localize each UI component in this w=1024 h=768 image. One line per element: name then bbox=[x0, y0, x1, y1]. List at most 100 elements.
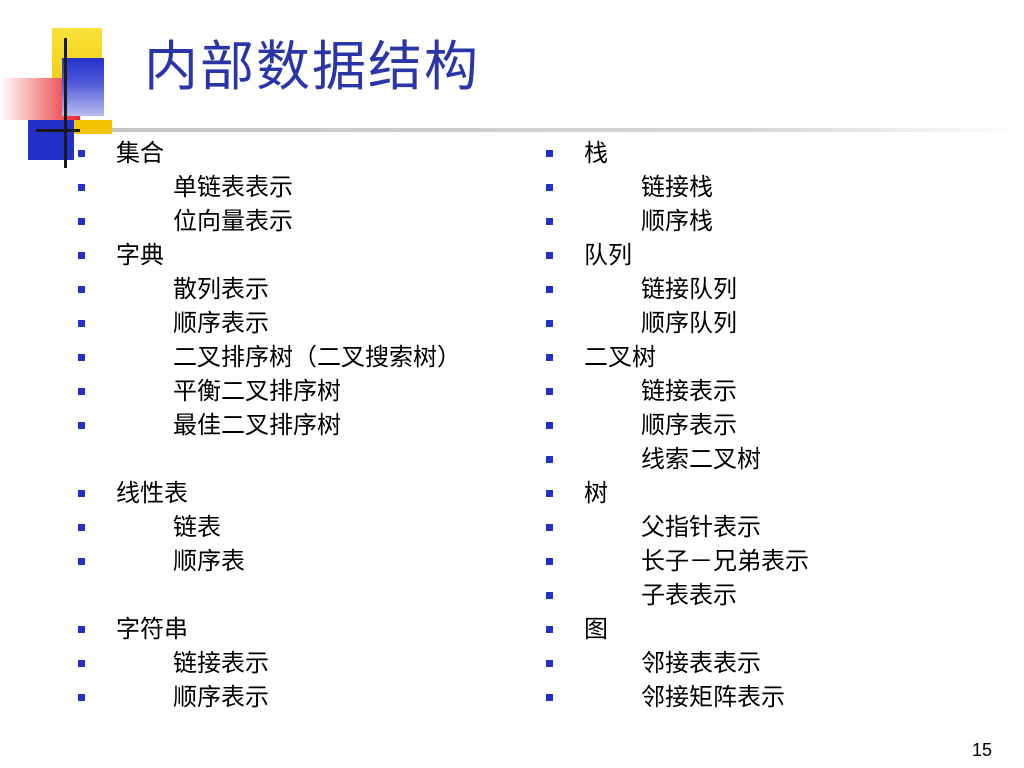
bullet-icon bbox=[78, 252, 85, 259]
list-item-text: 长子－兄弟表示 bbox=[641, 547, 809, 575]
list-item: 平衡二叉排序树 bbox=[78, 374, 518, 408]
bullet-icon bbox=[78, 184, 85, 191]
bullet-icon bbox=[546, 150, 553, 157]
bullet-icon bbox=[546, 286, 553, 293]
list-item-text: 邻接矩阵表示 bbox=[641, 683, 785, 711]
bullet-icon bbox=[546, 388, 553, 395]
list-item-text: 顺序表示 bbox=[641, 411, 737, 439]
list-item-text: 顺序表示 bbox=[173, 309, 269, 337]
list-item: 字符串 bbox=[78, 612, 518, 646]
list-item: 位向量表示 bbox=[78, 204, 518, 238]
bullet-icon bbox=[546, 218, 553, 225]
list-item-text: 顺序栈 bbox=[641, 207, 713, 235]
list-item: 链接表示 bbox=[546, 374, 986, 408]
list-item-text: 线索二叉树 bbox=[641, 445, 761, 473]
left-bullet-list: 集合单链表表示位向量表示字典散列表示顺序表示二叉排序树（二叉搜索树）平衡二叉排序… bbox=[78, 136, 518, 714]
list-item bbox=[78, 578, 518, 612]
list-item: 队列 bbox=[546, 238, 986, 272]
list-item-text: 单链表表示 bbox=[173, 173, 293, 201]
list-item: 链接表示 bbox=[78, 646, 518, 680]
bullet-icon bbox=[546, 558, 553, 565]
list-item-text: 字典 bbox=[116, 241, 164, 269]
bullet-icon bbox=[546, 456, 553, 463]
list-item: 链接栈 bbox=[546, 170, 986, 204]
list-item-text: 二叉树 bbox=[584, 343, 656, 371]
list-item-text: 字符串 bbox=[116, 615, 188, 643]
list-item bbox=[78, 442, 518, 476]
logo-vertical-line bbox=[64, 38, 67, 168]
bullet-icon bbox=[78, 490, 85, 497]
page-number: 15 bbox=[971, 740, 992, 760]
slide-title: 内部数据结构 bbox=[144, 35, 480, 98]
bullet-icon bbox=[78, 354, 85, 361]
bullet-icon bbox=[546, 694, 553, 701]
list-item: 父指针表示 bbox=[546, 510, 986, 544]
list-item: 顺序表示 bbox=[78, 306, 518, 340]
list-item: 顺序栈 bbox=[546, 204, 986, 238]
list-item-text: 顺序队列 bbox=[641, 309, 737, 337]
list-item-text: 顺序表示 bbox=[173, 683, 269, 711]
list-item: 树 bbox=[546, 476, 986, 510]
list-item-text: 树 bbox=[584, 479, 608, 507]
bullet-icon bbox=[78, 286, 85, 293]
list-item: 邻接矩阵表示 bbox=[546, 680, 986, 714]
bullet-icon bbox=[546, 252, 553, 259]
list-item: 图 bbox=[546, 612, 986, 646]
list-item: 长子－兄弟表示 bbox=[546, 544, 986, 578]
list-item: 栈 bbox=[546, 136, 986, 170]
list-item-text: 父指针表示 bbox=[641, 513, 761, 541]
bullet-icon bbox=[78, 626, 85, 633]
right-bullet-list: 栈链接栈顺序栈队列链接队列顺序队列二叉树链接表示顺序表示线索二叉树树父指针表示长… bbox=[546, 136, 986, 714]
list-item-text: 链接栈 bbox=[641, 173, 713, 201]
bullet-icon bbox=[78, 150, 85, 157]
bullet-icon bbox=[78, 694, 85, 701]
logo-horizontal-line bbox=[36, 129, 80, 132]
bullet-icon bbox=[546, 184, 553, 191]
list-item: 顺序表 bbox=[78, 544, 518, 578]
logo-blue-gradient-block bbox=[62, 58, 104, 116]
list-item-text: 邻接表表示 bbox=[641, 649, 761, 677]
list-item-text: 链表 bbox=[173, 513, 221, 541]
list-item: 顺序表示 bbox=[546, 408, 986, 442]
list-item: 顺序表示 bbox=[78, 680, 518, 714]
list-item-text: 最佳二叉排序树 bbox=[173, 411, 341, 439]
list-item-text: 图 bbox=[584, 615, 608, 643]
logo-blue-block bbox=[28, 120, 74, 160]
list-item-text: 集合 bbox=[116, 139, 164, 167]
bullet-icon bbox=[78, 388, 85, 395]
list-item: 顺序队列 bbox=[546, 306, 986, 340]
list-item-text: 平衡二叉排序树 bbox=[173, 377, 341, 405]
bullet-icon bbox=[78, 422, 85, 429]
list-item-text: 队列 bbox=[584, 241, 632, 269]
list-item: 线性表 bbox=[78, 476, 518, 510]
list-item-text: 线性表 bbox=[116, 479, 188, 507]
list-item: 单链表表示 bbox=[78, 170, 518, 204]
list-item: 二叉树 bbox=[546, 340, 986, 374]
bullet-icon bbox=[546, 626, 553, 633]
list-item: 字典 bbox=[78, 238, 518, 272]
bullet-icon bbox=[546, 354, 553, 361]
list-item: 邻接表表示 bbox=[546, 646, 986, 680]
list-item-text: 链接表示 bbox=[173, 649, 269, 677]
bullet-icon bbox=[78, 524, 85, 531]
bullet-icon bbox=[78, 558, 85, 565]
bullet-icon bbox=[546, 592, 553, 599]
list-item-text: 位向量表示 bbox=[173, 207, 293, 235]
list-item-text: 子表表示 bbox=[641, 581, 737, 609]
title-divider bbox=[112, 128, 1024, 132]
list-item-text: 链接表示 bbox=[641, 377, 737, 405]
list-item: 子表表示 bbox=[546, 578, 986, 612]
bullet-icon bbox=[546, 320, 553, 327]
list-item-text: 二叉排序树（二叉搜索树） bbox=[173, 343, 461, 371]
bullet-icon bbox=[78, 660, 85, 667]
list-item: 最佳二叉排序树 bbox=[78, 408, 518, 442]
list-item-text: 栈 bbox=[584, 139, 608, 167]
list-item: 散列表示 bbox=[78, 272, 518, 306]
bullet-icon bbox=[546, 660, 553, 667]
list-item: 链表 bbox=[78, 510, 518, 544]
list-item: 二叉排序树（二叉搜索树） bbox=[78, 340, 518, 374]
list-item: 线索二叉树 bbox=[546, 442, 986, 476]
bullet-icon bbox=[78, 320, 85, 327]
bullet-icon bbox=[78, 218, 85, 225]
list-item-text: 顺序表 bbox=[173, 547, 245, 575]
